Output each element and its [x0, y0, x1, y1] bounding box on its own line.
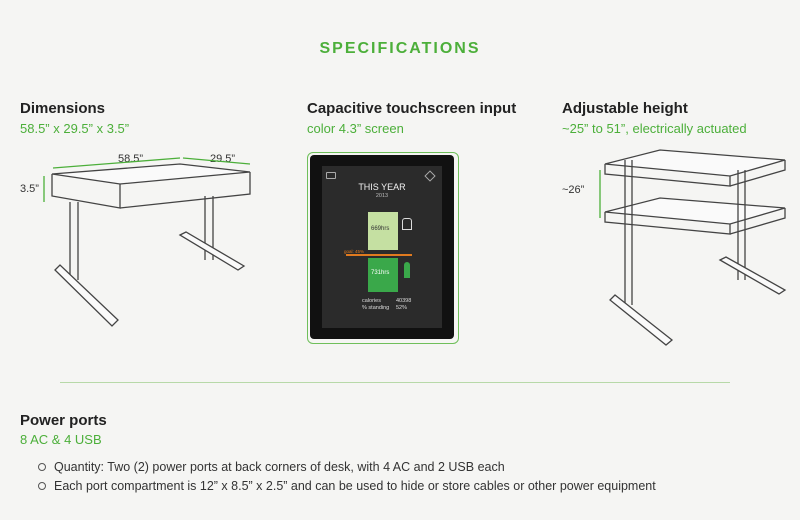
list-item: Quantity: Two (2) power ports at back co… [38, 458, 656, 477]
goal-line [346, 254, 412, 256]
desk-dimensions-illustration [43, 157, 251, 327]
sitting-person-icon [402, 218, 412, 230]
goal-label: goal: 45% [344, 249, 365, 254]
height-value: ~25” to 51”, electrically actuated [562, 121, 747, 136]
bullet-text: Each port compartment is 12” x 8.5” x 2.… [54, 479, 656, 493]
screen-title: THIS YEAR [358, 182, 406, 192]
power-value: 8 AC & 4 USB [20, 432, 102, 447]
screen-home-icon [424, 170, 436, 182]
list-item: Each port compartment is 12” x 8.5” x 2.… [38, 477, 656, 496]
screen-year: 2013 [375, 193, 389, 199]
standing-hours: 731hrs [371, 270, 390, 276]
standing-percent-value: 52% [396, 305, 408, 311]
power-heading: Power ports [20, 412, 107, 429]
standing-percent-label: % standing [362, 305, 390, 311]
bullet-icon [38, 463, 46, 471]
screen-settings-icon [326, 172, 336, 179]
desk-height-illustration [599, 149, 787, 346]
tablet-screen[interactable]: THIS YEAR 2013 669hrs goal: 45% 731hrs c… [322, 166, 442, 328]
calories-label: calories [362, 298, 381, 304]
sitting-bar [368, 212, 398, 250]
touchscreen-heading: Capacitive touchscreen input [307, 100, 517, 117]
height-range-label: ~26” [562, 184, 585, 196]
power-bullet-list: Quantity: Two (2) power ports at back co… [38, 458, 656, 496]
standing-person-icon [404, 262, 410, 278]
section-divider [60, 382, 730, 383]
section-title: SPECIFICATIONS [319, 40, 481, 57]
standing-bar [368, 258, 398, 292]
thickness-label: 3.5” [20, 183, 39, 195]
height-heading: Adjustable height [562, 100, 688, 117]
bullet-icon [38, 482, 46, 490]
dimensions-heading: Dimensions [20, 100, 106, 117]
calories-value: 40398 [396, 298, 412, 304]
dimensions-value: 58.5” x 29.5” x 3.5” [20, 121, 130, 136]
sitting-hours: 669hrs [371, 226, 390, 232]
bullet-text: Quantity: Two (2) power ports at back co… [54, 460, 505, 474]
touchscreen-value: color 4.3” screen [307, 121, 404, 136]
